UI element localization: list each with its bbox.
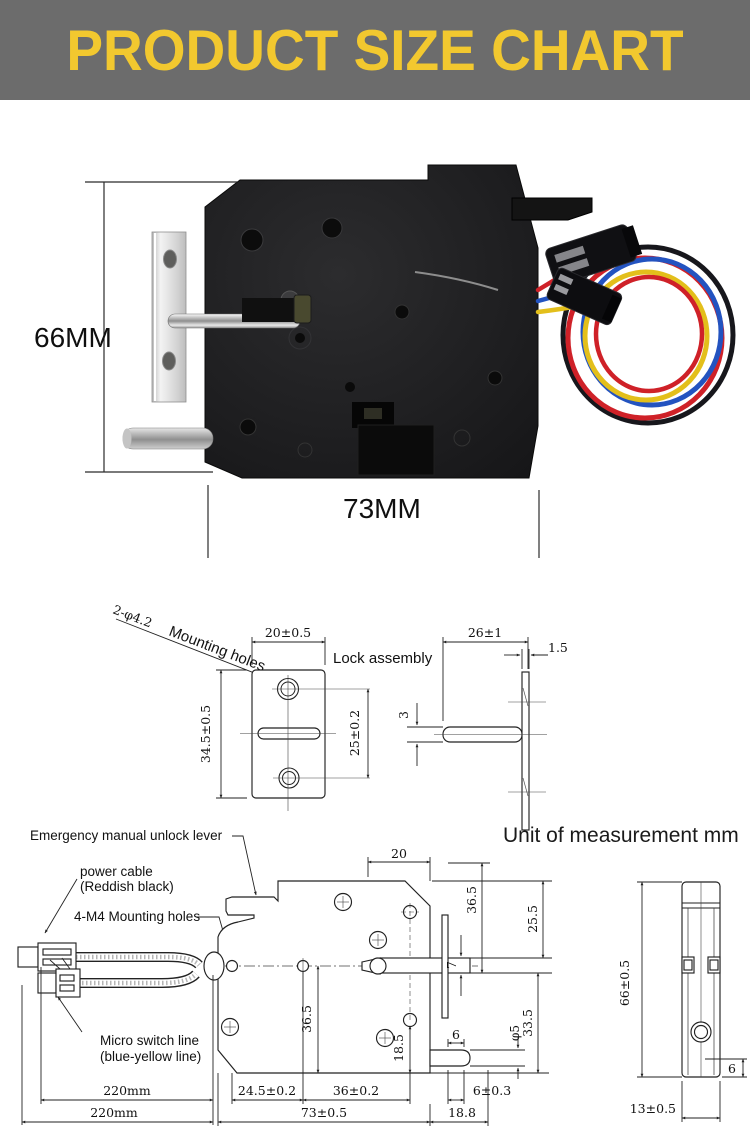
header-banner: PRODUCT SIZE CHART [0, 0, 750, 100]
dim-cable2: 220mm [90, 1105, 138, 1120]
lock-assembly-label: Lock assembly [333, 650, 433, 667]
dim-pin-dia: φ5 [508, 1025, 522, 1041]
dim-lower-right: 33.5 [520, 1009, 535, 1037]
dim-bottom2: 36±0.2 [333, 1083, 379, 1098]
wire-connectors [545, 224, 643, 326]
unit-note: Unit of measurement mm [503, 824, 739, 847]
m4-holes-label: 4-M4 Mounting holes [74, 909, 200, 924]
dim-side-width: 13±0.5 [630, 1101, 676, 1116]
plate-drawing: 2-φ4.2 Mounting holes [111, 602, 568, 831]
micro-switch-connector [37, 957, 81, 998]
dim-body-mid: 36.5 [299, 1005, 314, 1033]
spring-wire [414, 271, 499, 291]
dim-bottom4: 18.8 [448, 1105, 476, 1120]
latch-rod [167, 294, 312, 329]
dim-pin-offset: 6 [452, 1027, 460, 1042]
dim-side-hole: 6 [728, 1061, 736, 1076]
dim-top-width: 20 [391, 846, 407, 861]
product-photo: 66MM 73MM [34, 164, 736, 558]
dim-bottom-total: 73±0.5 [301, 1105, 347, 1120]
power-cable-label-2: (Reddish black) [80, 879, 174, 894]
dim-bottom3: 6±0.3 [473, 1083, 511, 1098]
plate-dim-height: 34.5±0.5 [198, 705, 213, 763]
power-cable-connector [17, 942, 77, 972]
photo-dimension-lines [85, 181, 540, 558]
plate-dim-thickness: 1.5 [548, 640, 568, 655]
detail-dimension-lines: 20 36.5 25.5 7 36.5 18.5 6 φ5 33.5 220mm… [21, 846, 747, 1126]
plate-mounting-note-num: 2-φ4.2 [111, 602, 154, 631]
photo-height-dim: 66MM [34, 322, 112, 353]
micro-switch-label-1: Micro switch line [100, 1033, 199, 1048]
dim-rod-height: 7 [444, 961, 459, 969]
plate-side-view [434, 671, 547, 831]
dim-cable1: 220mm [103, 1083, 151, 1098]
dim-upper-right: 36.5 [464, 886, 479, 914]
lock-pin [122, 427, 214, 450]
power-cable-label-1: power cable [80, 864, 153, 879]
plate-dim-side-width: 26±1 [468, 625, 502, 640]
lever-arm [511, 197, 593, 221]
photo-width-dim: 73MM [343, 493, 421, 524]
plate-front-view [240, 669, 370, 811]
plate-dim-rod: 3 [396, 711, 411, 719]
dim-upper-right2: 25.5 [525, 905, 540, 933]
plate-dimension-lines: 20±0.5 34.5±0.5 25±0.2 26±1 1.5 3 [198, 625, 568, 799]
cable-assembly [17, 942, 203, 998]
wire-harness [535, 244, 736, 426]
micro-switch-label-2: (blue-yellow line) [100, 1049, 201, 1064]
lock-detail-drawing: Unit of measurement mm Emergency manual … [17, 824, 747, 1126]
emergency-lever-label: Emergency manual unlock lever [30, 828, 223, 843]
page-title: PRODUCT SIZE CHART [66, 17, 684, 83]
plate-dim-width: 20±0.5 [265, 625, 311, 640]
plate-dim-hole-spacing: 25±0.2 [347, 710, 362, 756]
dim-side-height: 66±0.5 [617, 960, 632, 1006]
lock-front-view [203, 880, 478, 1074]
plate-mounting-note-text: Mounting holes [167, 623, 268, 675]
lock-side-view [681, 881, 721, 1078]
dim-lower: 18.5 [391, 1034, 406, 1062]
lock-body [204, 164, 539, 479]
dim-bottom1: 24.5±0.2 [238, 1083, 296, 1098]
